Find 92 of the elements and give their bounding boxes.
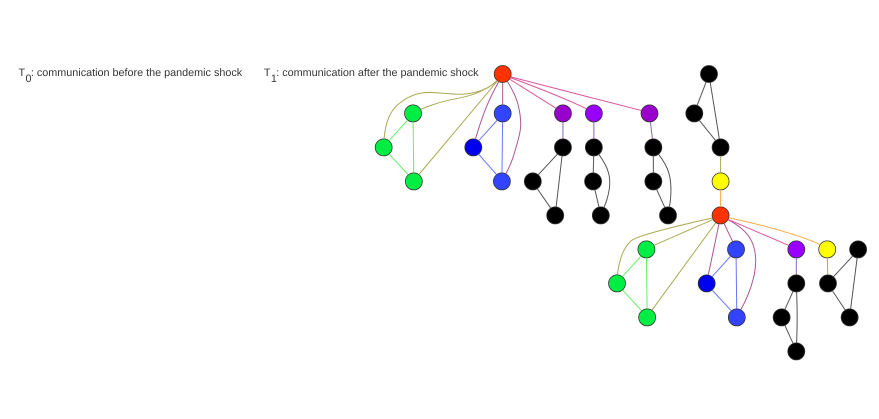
node-circle [584, 104, 603, 122]
node-circle [638, 308, 656, 326]
connector [594, 189, 600, 207]
node-circle [644, 172, 662, 190]
connector [728, 218, 756, 310]
node-circle [554, 104, 572, 122]
connector [724, 222, 734, 242]
connector [388, 119, 408, 141]
node-circle [818, 240, 836, 258]
connector [502, 82, 504, 104]
node-circle [524, 172, 542, 190]
connector [652, 156, 654, 172]
node-circle [849, 240, 868, 258]
connector [658, 153, 672, 206]
connector [728, 216, 820, 245]
connector [652, 222, 716, 310]
connector [826, 258, 828, 274]
connector [412, 122, 414, 172]
node-circle [404, 172, 423, 190]
node-circle [464, 138, 482, 156]
node-circle [592, 206, 610, 224]
node-circle [584, 172, 602, 190]
node-circle [727, 240, 745, 258]
connector [656, 188, 666, 208]
connector [720, 156, 722, 172]
connector [796, 291, 798, 342]
connector [501, 122, 504, 172]
connector [720, 190, 722, 206]
node-circle [840, 308, 859, 326]
connector [646, 258, 648, 308]
connector [562, 122, 564, 138]
node-circle [584, 138, 603, 156]
node-circle [546, 206, 564, 224]
connector [536, 188, 552, 208]
node-circle [787, 274, 806, 292]
node-circle [819, 274, 837, 292]
connector [598, 154, 610, 208]
node-circle [698, 274, 716, 292]
connector [510, 76, 642, 110]
node-circle [772, 308, 791, 326]
node-circle [374, 138, 393, 156]
connector [478, 153, 497, 174]
connector [650, 121, 653, 138]
connector [478, 119, 498, 141]
node-circle [494, 104, 512, 122]
connector [736, 258, 738, 308]
connector [617, 217, 712, 274]
node-circle [493, 172, 511, 190]
connector [383, 80, 498, 138]
connector [850, 258, 858, 308]
node-circle [638, 240, 656, 258]
connector [593, 122, 594, 138]
connector [420, 80, 498, 110]
node-circle [640, 104, 658, 122]
connector [556, 156, 563, 206]
connector [509, 78, 556, 108]
connector [728, 218, 789, 246]
node-circle [712, 138, 730, 156]
node-circle [659, 206, 677, 224]
node-circle [728, 308, 746, 326]
connector [538, 153, 558, 175]
connector [784, 290, 794, 310]
connector [712, 289, 732, 311]
node-circle [685, 104, 704, 122]
connector [592, 156, 594, 172]
node-circle [554, 138, 572, 156]
connector [474, 80, 500, 139]
connector [388, 153, 409, 175]
connector [622, 255, 642, 277]
node-circle [787, 342, 806, 360]
connector [832, 290, 846, 310]
connector [622, 289, 642, 311]
connector [505, 80, 522, 174]
node-circle [700, 64, 718, 82]
connector [833, 255, 853, 277]
node-circle [787, 240, 806, 258]
node-circle [494, 64, 512, 82]
connector [710, 82, 720, 138]
connector [712, 255, 732, 277]
connector [708, 223, 720, 274]
connector [654, 218, 714, 246]
node-circle [644, 138, 662, 156]
connector [510, 76, 587, 109]
connector [784, 324, 794, 344]
node-circle [404, 104, 422, 122]
node-circle [608, 274, 626, 292]
connector [796, 258, 797, 274]
connector [418, 80, 498, 174]
node-circle [712, 206, 730, 224]
connector [696, 81, 707, 106]
node-circle [712, 172, 730, 190]
connector [698, 120, 716, 140]
